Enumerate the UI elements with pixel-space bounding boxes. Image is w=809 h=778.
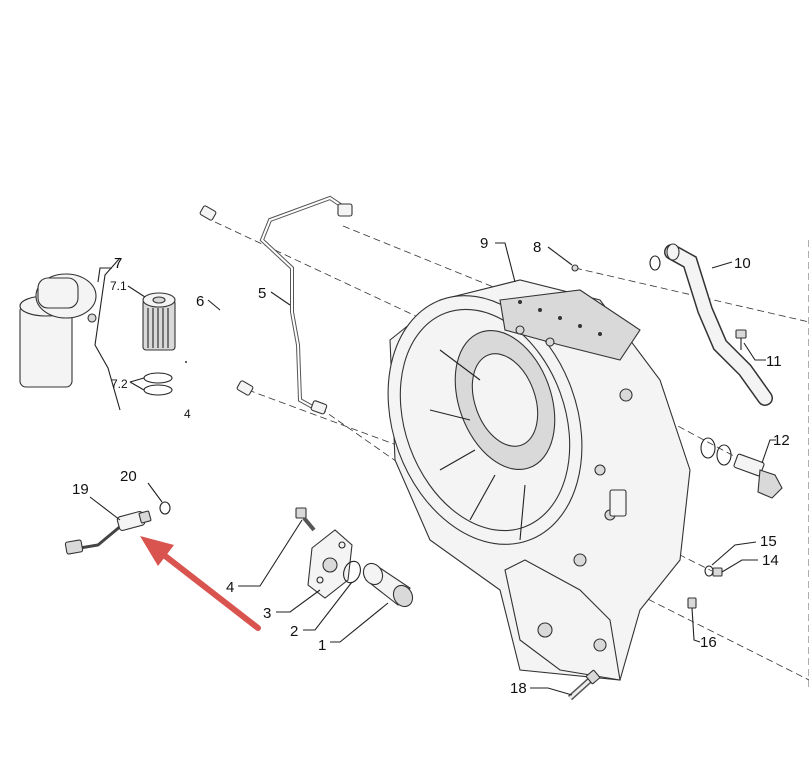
label-19: 19: [72, 481, 89, 498]
label-7-1: 7.1: [110, 279, 127, 293]
label-1: 1: [318, 637, 326, 654]
plug-part-12: [700, 437, 783, 499]
bolt-part-8: [571, 264, 579, 272]
label-8: 8: [533, 239, 541, 256]
label-16: 16: [700, 634, 717, 651]
label-20: 20: [120, 468, 137, 485]
bolt-part-4: [295, 507, 316, 532]
screw-part-14: [712, 567, 723, 577]
part-labels: 7 7.1 7.2 4 6 5 9 8 10 11 12 15 14 16 18…: [72, 235, 790, 697]
label-4-secondary: 4: [184, 407, 191, 421]
bracket-7: [94, 257, 121, 411]
cover-plate-part-3: [307, 529, 353, 599]
filter-element-part-7-1: [142, 292, 176, 351]
label-7-2: 7.2: [111, 377, 128, 391]
o-ring-part-20: [159, 501, 171, 515]
label-7: 7: [114, 255, 122, 272]
label-14: 14: [762, 552, 779, 569]
flywheel-housing-part-9: [387, 279, 691, 681]
highlight-arrow: [140, 536, 261, 631]
pipe-part-5: [259, 195, 353, 415]
o-rings-part-7-2: [143, 372, 173, 396]
label-18: 18: [510, 680, 527, 697]
label-12: 12: [773, 432, 790, 449]
sensor-part-19: [64, 510, 152, 555]
label-15: 15: [760, 533, 777, 550]
screw-part-16: [687, 597, 697, 609]
bolt-part-18: [567, 669, 601, 701]
label-9: 9: [480, 235, 488, 252]
pipe-part-6: [195, 205, 254, 396]
bolt-part-11: [735, 329, 747, 350]
filter-housing-part-7: [19, 273, 97, 388]
sleeve-part-1: [362, 562, 414, 608]
label-2: 2: [290, 623, 298, 640]
o-ring-part-2: [343, 560, 361, 584]
label-10: 10: [734, 255, 751, 272]
label-5: 5: [258, 285, 266, 302]
label-11: 11: [766, 353, 782, 370]
label-3: 3: [263, 605, 271, 622]
label-4: 4: [226, 579, 234, 596]
hose-part-10: [649, 243, 773, 406]
label-6: 6: [196, 293, 204, 310]
